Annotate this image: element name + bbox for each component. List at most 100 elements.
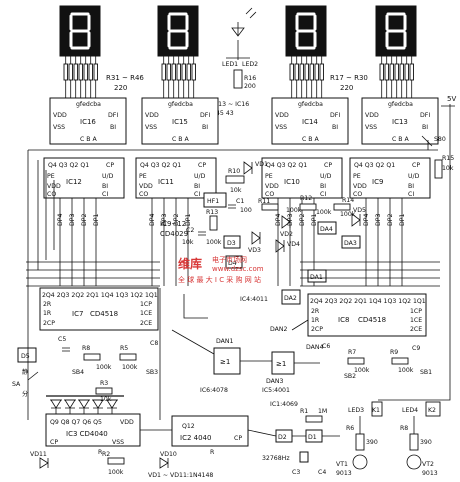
vt2-part: 9013 — [422, 470, 438, 477]
watermark-text: 维库 — [178, 256, 202, 271]
c4-label: C4 — [318, 469, 326, 476]
ic6-label: IC6:4078 — [200, 387, 228, 394]
ic11-pe: PE — [139, 173, 147, 180]
resistor-bank-left-label: R31 ~ R46 — [106, 74, 144, 82]
ic14-digit-pins: gfedcba — [298, 101, 323, 108]
right-r7-resistor — [347, 357, 365, 365]
c2-label: C2 — [186, 227, 194, 234]
vd2-label: VD2 — [280, 231, 293, 238]
ic8-left-pin-0: 2R — [311, 308, 320, 315]
ic13-16-tag: IC13 ~ IC16 — [212, 101, 249, 108]
ic7-part: CD4518 — [90, 310, 118, 318]
ic9-bi: BI — [408, 183, 414, 190]
ic6-gate — [213, 347, 241, 375]
r8b-resistor — [409, 433, 419, 451]
ic7-name: IC7 — [72, 310, 83, 318]
array-diode — [50, 399, 62, 414]
r10-label: R10 — [228, 168, 240, 175]
seven-segment-display — [59, 5, 101, 98]
d4-label: D4 — [228, 260, 237, 267]
left-r5-resistor — [119, 353, 137, 361]
ic10-bi: BI — [320, 183, 326, 190]
s80-label: S80 — [434, 136, 446, 143]
ic7-left-pin-1: 1R — [43, 310, 52, 317]
r8b-label: R8 — [400, 425, 408, 432]
ic3-name: IC3 CD4040 — [66, 430, 108, 438]
ic12-bi: BI — [102, 183, 108, 190]
ic10-outputs: Q4 Q3 Q2 Q1 — [266, 162, 307, 169]
ic9-cp: CP — [412, 162, 420, 169]
ic16-bi: BI — [110, 124, 116, 131]
r15-value: 10k — [442, 165, 454, 172]
right-r9-resistor — [391, 357, 409, 365]
r16-value: 200 — [244, 83, 256, 90]
mode-switch-label: SA — [12, 381, 21, 388]
ic3-cp: CP — [50, 439, 58, 446]
r2-value: 100k — [108, 469, 124, 476]
ic11-co: CO — [139, 191, 148, 198]
left-r8-value: 100k — [96, 364, 112, 371]
r3-label: R3 — [100, 380, 108, 387]
ic16-box — [49, 97, 127, 145]
right-switch-group: C6 R7 100k R9 100k SB2 SB1 C9 — [322, 343, 432, 380]
ic16-digit-pins: gfedcba — [76, 101, 101, 108]
r3-resistor — [95, 387, 113, 395]
ic12-pe: PE — [47, 173, 55, 180]
ic14-vdd: VDD — [275, 112, 289, 119]
vt1-label: VT1 — [336, 461, 348, 468]
ic7-box — [39, 287, 159, 331]
resistor-bank-right-value: 220 — [340, 84, 353, 92]
k2-label: K2 — [428, 407, 436, 414]
vd11-label: VD11 — [30, 451, 47, 458]
ic15-vdd: VDD — [145, 112, 159, 119]
ic10-dp4: DP4 — [275, 214, 282, 226]
r13-value: 100k — [206, 239, 222, 246]
ic9-pe: PE — [353, 173, 361, 180]
ic16-inputs: C B A — [80, 136, 97, 143]
r15-label: R15 — [442, 155, 454, 162]
left-c8-label: C8 — [150, 340, 158, 347]
ic12-dp1: DP1 — [93, 214, 100, 226]
ic10-dp3: DP3 — [287, 214, 294, 226]
ic8-right-pin-1: 1CE — [410, 317, 422, 324]
ic9-name: IC9 — [372, 178, 383, 186]
mode-switch-lever[interactable] — [27, 371, 39, 381]
r1-label: R1 — [300, 408, 308, 415]
dan2-label: DAN2 — [270, 326, 288, 333]
r8b-value: 390 — [420, 439, 432, 446]
array-diode — [64, 399, 76, 414]
hf1-label: HF1 — [207, 198, 219, 205]
seven-segment-display — [285, 5, 327, 98]
array-diode — [106, 399, 118, 414]
vd4-label: VD4 — [287, 241, 300, 248]
ic10-pe: PE — [265, 173, 273, 180]
ic9-dp4: DP4 — [363, 214, 370, 226]
da3-label: DA3 — [344, 240, 357, 247]
ic6-gate-symbol: ≥1 — [220, 358, 230, 366]
r2-label: R2 — [102, 451, 110, 458]
r1-resistor — [305, 415, 323, 423]
wiring — [26, 149, 451, 437]
ic13-box — [361, 97, 439, 145]
right-r9-label: R9 — [390, 349, 398, 356]
dan1-label: DAN1 — [216, 338, 234, 345]
ic13-bi: BI — [422, 124, 428, 131]
ic8-block: 2Q4 2Q3 2Q2 2Q1 1Q4 1Q3 1Q2 1Q1 2R 1R 2C… — [307, 293, 427, 337]
ic15-bi: BI — [202, 124, 208, 131]
resistor-bank-left-value: 220 — [114, 84, 127, 92]
ic16-vdd: VDD — [53, 112, 67, 119]
ic15-vss: VSS — [145, 124, 157, 131]
right-sb1-label: SB1 — [420, 369, 432, 376]
da4-box — [317, 221, 337, 235]
ic9-co: CO — [353, 191, 362, 198]
r13-resistor — [209, 215, 218, 231]
d3-label: D3 — [227, 240, 236, 247]
mode-on-label: 静 — [22, 368, 28, 376]
ic5-label: IC5:4001 — [262, 387, 290, 394]
